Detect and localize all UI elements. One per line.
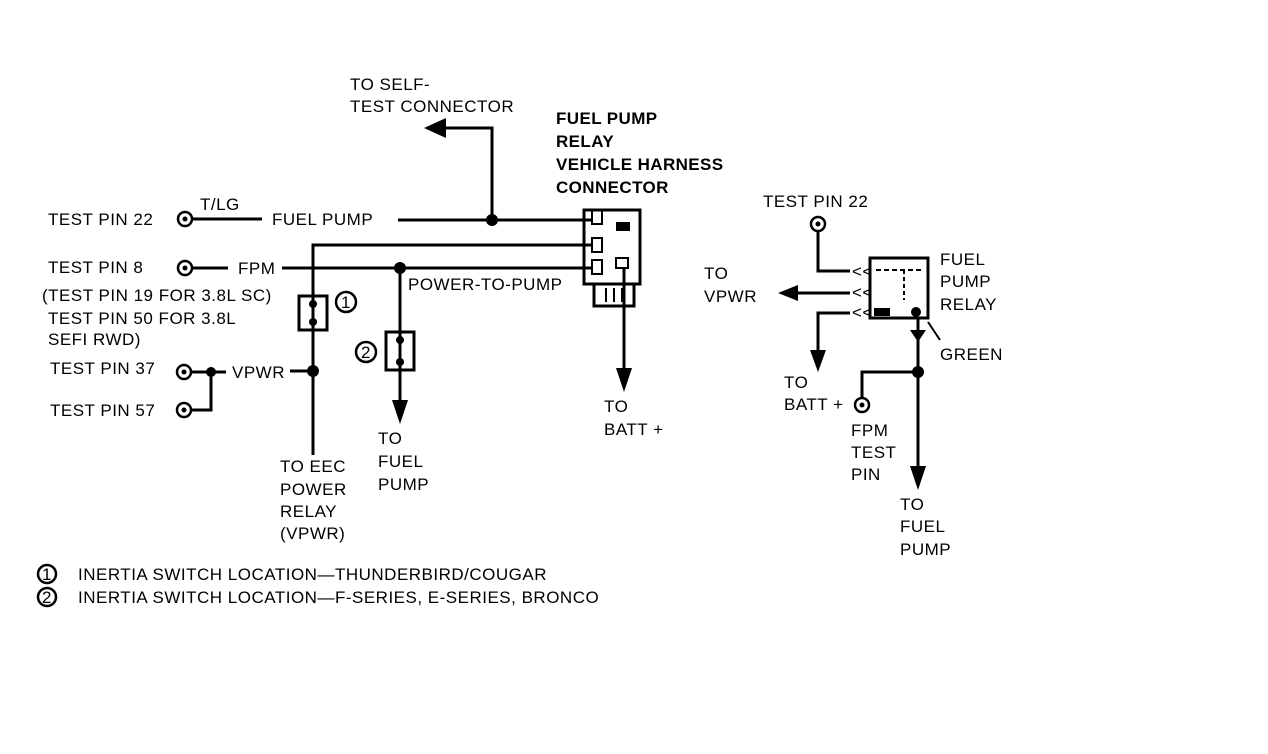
inertia-switch-2 — [384, 330, 416, 372]
legend-marker-1: 1 — [42, 565, 52, 584]
svg-text:<<: << — [852, 303, 873, 322]
batt-arrow — [616, 368, 632, 392]
eec-label-2: POWER — [280, 480, 347, 499]
relay-block: << << << — [852, 256, 930, 322]
r-fpm-test-1: FPM — [851, 421, 888, 440]
inertia-switch-1 — [297, 294, 329, 332]
test-pin-57-label: TEST PIN 57 — [50, 401, 155, 420]
legend-marker-1-circle — [36, 563, 58, 585]
legend-marker-2: 2 — [42, 588, 52, 607]
to-fuel-pump-label-2: FUEL — [378, 452, 423, 471]
r-to-fuel-pump-3: PUMP — [900, 540, 951, 559]
r-fpm-test-wire — [860, 370, 918, 398]
wire-color-label: T/LG — [200, 195, 240, 214]
fuel-pump-arrow — [392, 400, 408, 424]
r-to-batt-1: TO — [784, 373, 808, 392]
connector-title-2: RELAY — [556, 132, 614, 151]
r-to-batt-2: BATT + — [784, 395, 844, 414]
test-pin-22-label: TEST PIN 22 — [48, 210, 153, 229]
marker-1: 1 — [341, 293, 351, 312]
r-to-fuel-pump-2: FUEL — [900, 517, 945, 536]
legend-item-1: INERTIA SWITCH LOCATION—THUNDERBIRD/COUG… — [78, 565, 547, 584]
legend: 1 INERTIA SWITCH LOCATION—THUNDERBIRD/CO… — [36, 563, 599, 608]
green-pointer — [927, 321, 941, 341]
fpm-label: FPM — [238, 259, 275, 278]
vpwr-wire — [311, 243, 592, 455]
test-pin-8-label: TEST PIN 8 — [48, 258, 143, 277]
connector-title-3: VEHICLE HARNESS — [556, 155, 724, 174]
r-to-vpwr-2: VPWR — [704, 287, 757, 306]
to-fuel-pump-label-1: TO — [378, 429, 402, 448]
self-test-label-1: TO SELF- — [350, 75, 430, 94]
connector-title-1: FUEL PUMP — [556, 109, 658, 128]
to-batt-label-2: BATT + — [604, 420, 664, 439]
relay-label-3: RELAY — [940, 295, 997, 314]
relay-label-2: PUMP — [940, 272, 991, 291]
connector-title-4: CONNECTOR — [556, 178, 669, 197]
marker-1-circle — [334, 290, 358, 314]
marker-2: 2 — [361, 343, 371, 362]
test-pin-37-label: TEST PIN 37 — [50, 359, 155, 378]
test-pin-50-note: TEST PIN 50 FOR 3.8L — [48, 309, 236, 328]
r-to-fuel-pump-1: TO — [900, 495, 924, 514]
r-fpm-test-3: PIN — [851, 465, 881, 484]
svg-text:<<: << — [852, 262, 873, 281]
legend-marker-2-circle — [36, 586, 58, 608]
green-label: GREEN — [940, 345, 1003, 364]
self-test-arrow — [424, 118, 446, 138]
vpwr-label: VPWR — [232, 363, 285, 382]
eec-label-1: TO EEC — [280, 457, 346, 476]
harness-connector — [582, 208, 642, 308]
self-test-wire — [440, 126, 494, 220]
r-to-vpwr-1: TO — [704, 264, 728, 283]
power-to-pump-label: POWER-TO-PUMP — [408, 275, 562, 294]
eec-label-3: RELAY — [280, 502, 337, 521]
r-fpm-test-2: TEST — [851, 443, 896, 462]
to-batt-label-1: TO — [604, 397, 628, 416]
eec-label-4: (VPWR) — [280, 524, 345, 543]
self-test-label-2: TEST CONNECTOR — [350, 97, 514, 116]
test-pin-19-note: (TEST PIN 19 FOR 3.8L SC) — [42, 286, 272, 305]
relay-label-1: FUEL — [940, 250, 985, 269]
marker-2-circle — [354, 340, 378, 364]
sefi-rwd-note: SEFI RWD) — [48, 330, 141, 349]
fuel-pump-wire-label: FUEL PUMP — [272, 210, 373, 229]
r-batt-wire — [816, 311, 850, 355]
r-test-pin-22-label: TEST PIN 22 — [763, 192, 868, 211]
to-fuel-pump-label-3: PUMP — [378, 475, 429, 494]
legend-item-2: INERTIA SWITCH LOCATION—F-SERIES, E-SERI… — [78, 588, 599, 607]
svg-text:<<: << — [852, 283, 873, 302]
